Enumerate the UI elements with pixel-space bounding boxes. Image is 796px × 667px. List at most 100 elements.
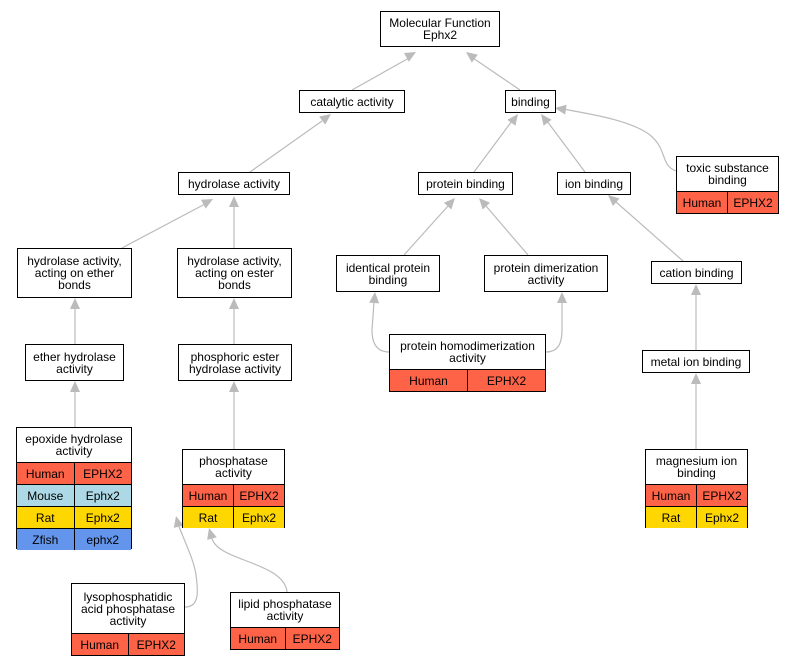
arrowhead-dimer-to-protbind [479,198,491,210]
edge-catalytic-to-mf [351,57,410,91]
arrowhead-phosphatase-to-phosester [229,381,239,392]
go-term-node-etherhyd[interactable]: ether hydrolase activity [25,344,124,381]
edge-ionbind-to-binding [546,120,586,173]
go-term-node-lpa[interactable]: lysophosphatidic acid phosphatase activi… [71,583,185,656]
go-term-node-binding[interactable]: binding [505,90,556,113]
go-term-label: Molecular Function Ephx2 [389,16,491,42]
species-cell: Human [188,488,228,503]
species-cell: Rat [35,510,55,525]
go-term-label: identical protein binding [345,260,431,287]
go-term-node-cation[interactable]: cation binding [651,261,742,284]
go-term-node-identical[interactable]: identical protein binding [336,255,440,292]
gene-cell: Ephx2 [233,507,284,528]
edge-binding-to-mf [472,57,521,91]
arrowhead-cation-to-ionbind [608,195,620,207]
arrowhead-homodimer-to-identical [369,292,380,304]
species-cell: Human [25,466,65,481]
go-term-label: hydrolase activity, acting on ester bond… [187,254,282,292]
species-cell: Mouse [27,488,64,503]
gene-cell: Ephx2 [73,507,132,528]
gene-cell: EPHX2 [284,628,340,649]
edge-homodimer-to-identical [371,301,390,353]
go-term-label: toxic substance binding [686,161,769,187]
species-cell: Human [682,195,722,210]
ortholog-row-zfish[interactable]: Zfish ephx2 [17,528,131,550]
ortholog-row-human[interactable]: Human EPHX2 [183,484,284,506]
arrowhead-toxic-to-binding [555,104,567,115]
arrowhead-binding-to-mf [466,52,478,63]
go-term-node-hydrolase[interactable]: hydrolase activity [178,172,290,195]
gene-cell: ephx2 [73,529,132,550]
arrowhead-ionbind-to-binding [541,114,552,126]
species-cell: Human [238,631,278,646]
arrowhead-homodimer-to-dimer [557,292,567,303]
go-term-label: ion binding [564,176,624,191]
ortholog-row-human[interactable]: Human EPHX2 [231,627,339,649]
arrowhead-etherhyd-to-ether [70,298,80,309]
arrowhead-phosester-to-ester [229,298,239,309]
arrowhead-epoxide-to-etherhyd [70,381,80,392]
go-term-label: ether hydrolase activity [33,349,116,376]
go-term-label: phosphatase activity [199,454,268,480]
arrowhead-magnesium-to-metal [691,373,701,384]
go-term-node-phosester[interactable]: phosphoric ester hydrolase activity [178,344,292,381]
go-term-label: protein binding [426,176,505,191]
species-cell: Rat [661,510,681,525]
species-cell: Human [80,637,120,652]
edge-ether-to-hydrolase [121,203,206,249]
go-term-label: binding [511,94,550,109]
edge-identical-to-protbind [403,205,449,256]
go-term-label: phosphoric ester hydrolase activity [188,349,282,376]
go-term-node-ester[interactable]: hydrolase activity, acting on ester bond… [177,248,292,298]
go-term-label: epoxide hydrolase activity [25,432,123,458]
arrowhead-metal-to-cation [691,284,701,295]
go-term-node-catalytic[interactable]: catalytic activity [299,90,405,113]
species-cell: Human [651,488,691,503]
go-term-node-mf[interactable]: Molecular Function Ephx2 [380,11,500,47]
go-term-label: protein dimerization activity [493,260,599,287]
ortholog-row-rat[interactable]: Rat Ephx2 [183,506,284,528]
arrowhead-ether-to-hydrolase [200,199,213,209]
ortholog-row-human[interactable]: Human EPHX2 [72,633,184,655]
arrowhead-identical-to-protbind [443,198,455,210]
go-term-node-metal[interactable]: metal ion binding [642,350,750,373]
go-term-node-dimer[interactable]: protein dimerization activity [484,255,608,292]
arrowhead-hydrolase-to-catalytic [319,114,331,125]
edge-protbind-to-binding [473,120,513,173]
ortholog-row-human[interactable]: Human EPHX2 [646,484,747,506]
gene-cell: EPHX2 [696,485,747,506]
go-term-label: metal ion binding [650,354,742,369]
species-cell: Zfish [32,532,59,547]
arrowhead-lpa-to-phosphatase [173,516,184,528]
gene-cell: EPHX2 [127,634,185,655]
gene-cell: EPHX2 [233,485,284,506]
go-term-label: lipid phosphatase activity [238,597,332,623]
go-term-label: hydrolase activity [187,176,281,191]
species-cell: Rat [198,510,218,525]
ortholog-row-human[interactable]: Human EPHX2 [17,462,131,484]
go-term-label: catalytic activity [310,94,394,109]
go-term-node-ether[interactable]: hydrolase activity, acting on ether bond… [17,248,132,298]
species-cell: Human [409,373,448,388]
go-term-label: protein homodimerization activity [400,339,535,365]
ortholog-row-rat[interactable]: Rat Ephx2 [17,506,131,528]
edge-homodimer-to-dimer [545,302,563,353]
edge-toxic-to-binding [562,108,677,172]
arrowhead-protbind-to-binding [507,114,518,126]
go-term-label: magnesium ion binding [655,454,738,480]
gene-cell: EPHX2 [73,463,132,484]
edge-cation-to-ionbind [615,201,684,262]
go-term-node-protbind[interactable]: protein binding [418,172,513,195]
go-term-node-ionbind[interactable]: ion binding [557,172,631,195]
